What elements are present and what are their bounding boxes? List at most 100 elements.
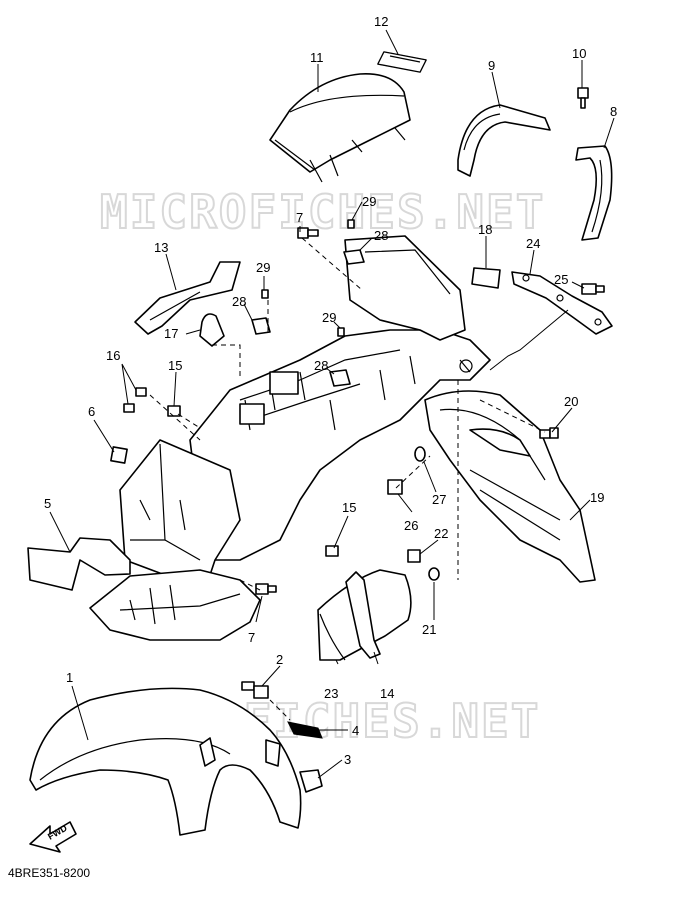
assembly-line <box>301 237 363 291</box>
part-28-clip-b[interactable] <box>251 317 271 335</box>
leader-line <box>255 595 263 623</box>
part-24-plate[interactable] <box>511 271 613 335</box>
part-14-strap[interactable] <box>345 571 381 659</box>
part-19-tail-cover[interactable] <box>424 390 596 583</box>
part-15-screw-bottom[interactable] <box>325 545 339 557</box>
leader-line <box>49 511 71 553</box>
leader-line <box>603 117 615 149</box>
callout-16: 16 <box>106 348 120 363</box>
part-9-grab-bar[interactable] <box>457 104 551 177</box>
callout-17: 17 <box>164 326 178 341</box>
callout-25: 25 <box>554 272 568 287</box>
part-11-rear-cover[interactable] <box>269 73 411 183</box>
callout-28-mid: 28 <box>232 294 246 309</box>
part-6-nut[interactable] <box>110 446 128 464</box>
callout-26: 26 <box>404 518 418 533</box>
callout-5: 5 <box>44 496 51 511</box>
part-26-grommet[interactable] <box>387 479 403 495</box>
part-1-front-fender[interactable] <box>29 687 302 836</box>
callout-29-top: 29 <box>362 194 376 209</box>
leader-line <box>397 493 413 513</box>
leader-line <box>325 367 335 375</box>
callout-10: 10 <box>572 46 586 61</box>
part-12-emblem[interactable] <box>377 51 427 73</box>
part-lower-inner-fender[interactable] <box>89 569 261 641</box>
callout-2: 2 <box>276 652 283 667</box>
assembly-line <box>149 394 201 441</box>
part-13-bracket[interactable] <box>134 261 241 335</box>
callout-27: 27 <box>432 492 446 507</box>
part-17-clamp[interactable] <box>199 313 225 347</box>
callout-11: 11 <box>310 50 324 65</box>
leader-line <box>423 461 437 493</box>
part-4-plate[interactable] <box>287 721 323 739</box>
part-29-screw-c[interactable] <box>337 327 345 337</box>
leader-line <box>71 685 89 741</box>
part-27-collar[interactable] <box>414 446 426 462</box>
part-25-bolt[interactable] <box>581 283 605 295</box>
diagram-code: 4BRE351-8200 <box>8 866 91 880</box>
leader-line <box>335 659 339 665</box>
leader-line <box>551 407 573 433</box>
part-7-bolt-top[interactable] <box>297 227 319 239</box>
callout-15-bottom: 15 <box>342 500 356 515</box>
leader-line <box>185 329 201 335</box>
leader-line <box>317 759 343 779</box>
leader-line <box>491 71 501 109</box>
callout-4: 4 <box>352 723 359 738</box>
callout-12: 12 <box>374 14 388 29</box>
callout-28-low: 28 <box>314 358 328 373</box>
part-29-screw-b[interactable] <box>261 289 269 299</box>
assembly-line <box>395 455 431 489</box>
watermark-top: MICROFICHES.NET <box>100 185 545 239</box>
leader-line <box>359 237 373 251</box>
part-8-grab-bar[interactable] <box>575 145 613 241</box>
callout-22: 22 <box>434 526 448 541</box>
callout-9: 9 <box>488 58 495 73</box>
callout-1: 1 <box>66 670 73 685</box>
part-7-bolt-bottom[interactable] <box>255 583 277 595</box>
leader-line <box>351 201 363 221</box>
leader-line <box>165 253 177 291</box>
part-3-bolt[interactable] <box>299 769 323 793</box>
callout-24: 24 <box>526 236 540 251</box>
callout-29-low: 29 <box>322 310 336 325</box>
part-5-mud-flap[interactable] <box>27 537 131 591</box>
part-29-screw-a[interactable] <box>347 219 355 229</box>
part-18-pad[interactable] <box>471 267 501 289</box>
part-battery-box[interactable] <box>119 439 241 591</box>
part-10-bolt[interactable] <box>577 87 589 109</box>
assembly-line <box>479 399 546 433</box>
part-20-bolt[interactable] <box>539 427 559 439</box>
callout-6: 6 <box>88 404 95 419</box>
leader-line <box>569 499 591 521</box>
callout-14: 14 <box>380 686 394 701</box>
part-22-nut[interactable] <box>407 549 421 563</box>
callout-7-top: 7 <box>296 210 303 225</box>
leader-line <box>373 651 379 665</box>
leader-line <box>173 371 177 407</box>
part-inner-fender-assembly[interactable] <box>189 235 491 561</box>
part-16-screw[interactable] <box>123 387 147 413</box>
assembly-line <box>269 699 291 721</box>
leader-line <box>419 539 439 555</box>
callout-23: 23 <box>324 686 338 701</box>
part-28-clip-a[interactable] <box>343 249 365 265</box>
leader-line <box>333 321 341 329</box>
callout-18: 18 <box>478 222 492 237</box>
callout-8: 8 <box>610 104 617 119</box>
callout-21: 21 <box>422 622 436 637</box>
callout-19: 19 <box>590 490 604 505</box>
leader-line <box>121 363 137 405</box>
part-2-bolt[interactable] <box>241 681 269 699</box>
leader-line <box>333 515 349 549</box>
leader-line <box>489 309 569 371</box>
assembly-line <box>212 344 241 380</box>
callout-28-top: 28 <box>374 228 388 243</box>
part-21-washer[interactable] <box>428 567 440 581</box>
leader-line <box>529 249 535 275</box>
leader-line <box>93 419 115 453</box>
part-28-clip-c[interactable] <box>329 369 351 387</box>
callout-13: 13 <box>154 240 168 255</box>
